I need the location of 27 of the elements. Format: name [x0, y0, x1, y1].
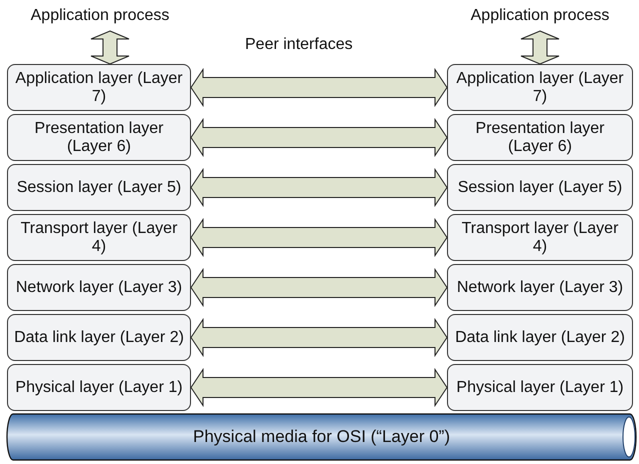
process-label: Application process — [30, 7, 170, 25]
double-arrow — [190, 318, 448, 358]
double-arrow — [520, 30, 560, 65]
layer-box: Application layer (Layer 7) — [7, 64, 191, 111]
process-label: Application process — [470, 7, 610, 25]
double-arrow — [190, 368, 448, 408]
layer-box: Session layer (Layer 5) — [447, 164, 633, 211]
layer-box: Data link layer (Layer 2) — [7, 314, 191, 361]
layer-box: Presentation layer (Layer 6) — [447, 114, 633, 161]
media-label: Physical media for OSI (“Layer 0”) — [193, 428, 450, 446]
double-arrow — [190, 68, 448, 108]
layer-box: Physical layer (Layer 1) — [7, 364, 191, 411]
layer-box: Session layer (Layer 5) — [7, 164, 191, 211]
double-arrow — [190, 118, 448, 158]
double-arrow — [90, 30, 130, 65]
double-arrow — [190, 168, 448, 208]
layer-box: Transport layer (Layer 4) — [447, 214, 633, 261]
layer-box: Application layer (Layer 7) — [447, 64, 633, 111]
layer-box: Data link layer (Layer 2) — [447, 314, 633, 361]
layer-box: Transport layer (Layer 4) — [7, 214, 191, 261]
layer-box: Network layer (Layer 3) — [447, 264, 633, 311]
layer-box: Physical layer (Layer 1) — [447, 364, 633, 411]
double-arrow — [190, 268, 448, 308]
annotation-label: Peer interfaces — [245, 36, 353, 54]
double-arrow — [190, 218, 448, 258]
layer-box: Network layer (Layer 3) — [7, 264, 191, 311]
layer-box: Presentation layer (Layer 6) — [7, 114, 191, 161]
